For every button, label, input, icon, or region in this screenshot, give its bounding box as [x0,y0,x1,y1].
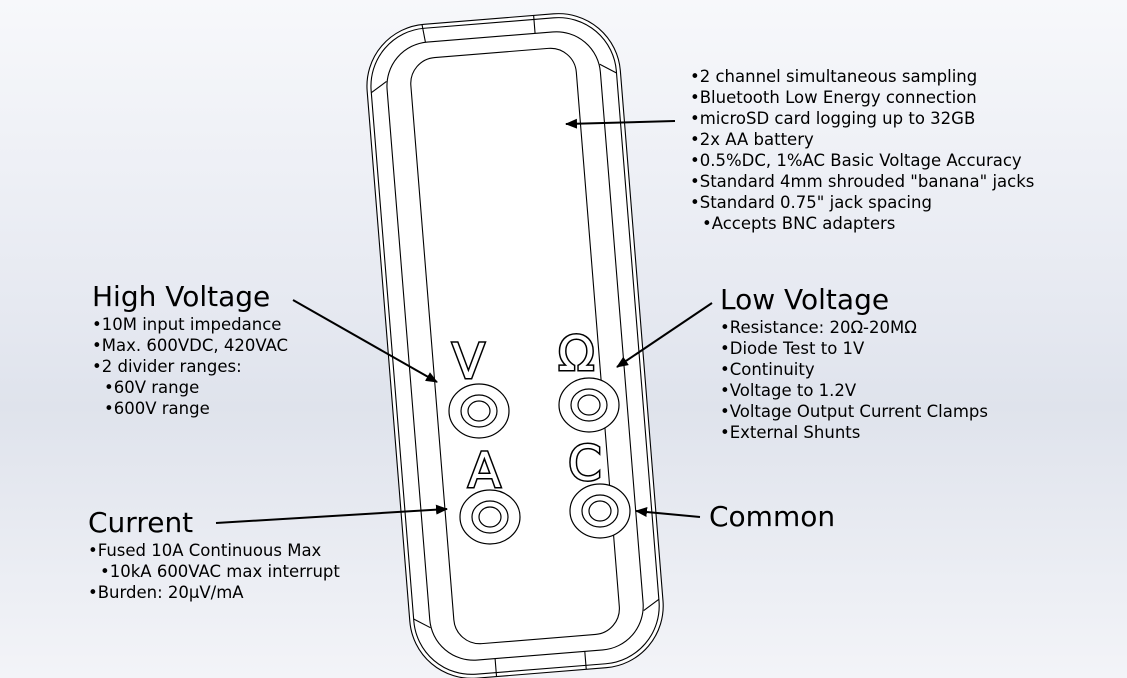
current-section: Current •Fused 10A Continuous Max •10kA … [88,506,340,603]
arrow-common [635,507,701,518]
arrow-high-voltage [292,299,438,383]
feature-item: •2 channel simultaneous sampling [690,67,978,86]
hv-item: •60V range [104,378,200,397]
jack-common [569,483,631,539]
feature-item: •Standard 4mm shrouded "banana" jacks [690,172,1035,191]
current-item: •Fused 10A Continuous Max [88,541,322,560]
arrow-features [565,118,676,129]
feature-item: •2x AA battery [690,130,814,149]
arrow-current [215,504,448,524]
feature-item: •Standard 0.75" jack spacing [690,193,932,212]
jack-label-v: V [452,334,485,390]
hv-item: •600V range [104,399,210,418]
callout-arrows [215,118,713,524]
jack-a [459,489,521,545]
lv-item: •Resistance: 20Ω-20MΩ [720,318,917,337]
lv-item: •Voltage to 1.2V [720,381,857,400]
jack-ohm [558,377,620,433]
multimeter-body [366,13,664,678]
lv-item: •Voltage Output Current Clamps [720,402,989,421]
hv-item: •2 divider ranges: [92,357,242,376]
current-item: •10kA 600VAC max interrupt [100,562,340,581]
jacks [448,377,631,545]
lv-item: •Diode Test to 1V [720,339,865,358]
low-voltage-section: Low Voltage •Resistance: 20Ω-20MΩ •Diode… [720,283,988,443]
hv-item: •10M input impedance [92,315,282,334]
hv-item: •Max. 600VDC, 420VAC [92,336,289,355]
low-voltage-title: Low Voltage [720,283,890,316]
lv-item: •Continuity [720,360,815,379]
jack-v [448,383,510,439]
current-title: Current [88,506,194,539]
jack-label-c: C [568,436,602,492]
jack-label-a: A [468,443,501,499]
common-section: Common [709,500,835,534]
feature-item: •Bluetooth Low Energy connection [690,88,977,107]
arrow-low-voltage [616,302,713,368]
high-voltage-title: High Voltage [92,280,271,313]
feature-item: •0.5%DC, 1%AC Basic Voltage Accuracy [690,151,1022,170]
high-voltage-section: High Voltage •10M input impedance •Max. … [92,280,288,419]
common-title: Common [709,500,836,533]
current-item: •Burden: 20µV/mA [88,583,244,602]
features-list: •2 channel simultaneous sampling •Blueto… [690,66,1034,234]
feature-item: •Accepts BNC adapters [702,214,896,233]
lv-item: •External Shunts [720,423,861,442]
feature-item: •microSD card logging up to 32GB [690,109,976,128]
jack-label-ohm: Ω [558,326,595,382]
